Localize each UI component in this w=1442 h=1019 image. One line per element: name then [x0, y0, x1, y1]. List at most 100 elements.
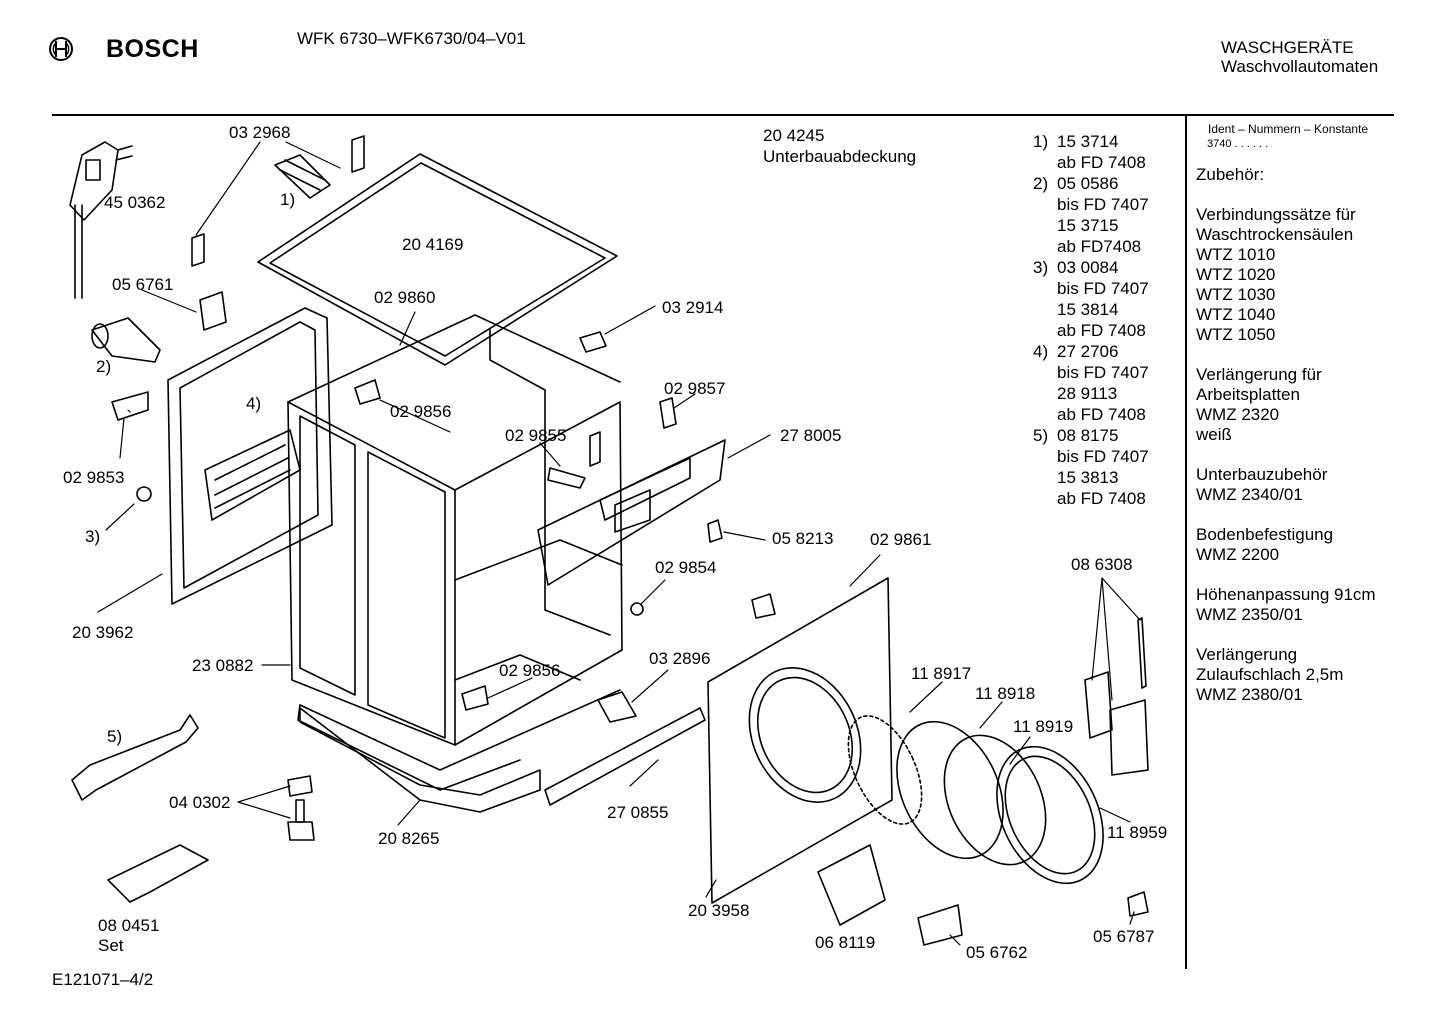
note-line: ab FD 7408 — [1057, 321, 1146, 340]
door-frame-outer-drawing — [996, 745, 1104, 885]
note-row: 5)08 8175 — [1033, 425, 1149, 446]
clip-inner-drawing — [589, 431, 601, 467]
accessory-line: Arbeitsplatten — [1196, 385, 1300, 404]
door-hinge-drawing — [1084, 617, 1149, 776]
ident-title: Ident – Nummern – Konstante — [1208, 122, 1369, 136]
note-row: 4)27 2706 — [1033, 341, 1149, 362]
ref-label-4: 4) — [246, 394, 262, 413]
note-number: 1) — [1033, 132, 1049, 151]
brand-name: BOSCH — [106, 35, 199, 63]
clip-029857-drawing — [659, 397, 677, 429]
accessory-line: weiß — [1196, 425, 1232, 444]
accessory-group: Zubehör: — [1196, 165, 1376, 185]
hinge-032896-drawing — [597, 691, 637, 723]
top-cover-drawing — [257, 153, 618, 366]
bracket-032914-drawing — [579, 331, 607, 353]
part-label-056762: 05 6762 — [966, 943, 1028, 962]
note-row: ab FD7408 — [1033, 236, 1149, 257]
accessory-line: Waschtrockensäulen — [1196, 225, 1354, 244]
note-row: ab FD 7408 — [1033, 320, 1149, 341]
sidebar-divider — [1185, 116, 1187, 969]
accessory-line: WTZ 1010 — [1196, 245, 1276, 264]
accessory-line: Verbindungssätze für — [1196, 205, 1356, 224]
wrench-drawing — [71, 714, 199, 801]
accessory-line: WTZ 1020 — [1196, 265, 1276, 284]
lock-drawing — [917, 904, 963, 946]
note-line: ab FD7408 — [1057, 237, 1142, 256]
note-row: 15 3813 — [1033, 467, 1149, 488]
note-line: ab FD 7408 — [1057, 405, 1146, 424]
note-row: ab FD 7408 — [1033, 488, 1149, 509]
note-row: 15 3715 — [1033, 215, 1149, 236]
note-row: bis FD 7407 — [1033, 194, 1149, 215]
accessory-line: Bodenbefestigung — [1196, 525, 1334, 544]
note-line: 28 9113 — [1057, 384, 1118, 403]
part-label-118917: 11 8917 — [911, 664, 972, 683]
part-label-unterbauabdeckung: Unterbauabdeckung — [763, 147, 917, 166]
clip-drawing — [191, 233, 205, 267]
clip-029855-drawing — [547, 467, 586, 489]
door-handle-drawing — [817, 844, 886, 926]
grommet-029854-drawing — [630, 602, 644, 616]
accessory-line: Zubehör: — [1196, 165, 1265, 184]
part-label-118918: 11 8918 — [975, 684, 1036, 703]
accessory-line: WTZ 1030 — [1196, 285, 1276, 304]
note-line: 15 3814 — [1057, 300, 1119, 319]
clip-029856-drawing — [354, 379, 381, 405]
drain-pump-drawing — [91, 317, 161, 363]
note-row: 2)05 0586 — [1033, 173, 1149, 194]
part-label-204245: 20 4245 — [763, 126, 825, 145]
accessory-line: Verlängerung für — [1196, 365, 1322, 384]
part-label-029854: 02 9854 — [655, 558, 717, 577]
door-frame-inner-drawing — [896, 720, 1004, 860]
part-label-029855: 02 9855 — [505, 426, 567, 445]
part-label-118959: 11 8959 — [1107, 823, 1168, 842]
grommet-drawing — [136, 486, 152, 502]
note-number: 4) — [1033, 342, 1049, 361]
part-label-086308: 08 6308 — [1071, 555, 1133, 574]
leader-lines — [97, 141, 1141, 946]
note-line: 15 3714 — [1057, 132, 1119, 151]
door-seal-drawing — [847, 715, 923, 825]
part-label-set: Set — [98, 936, 124, 955]
base-plate-drawing — [299, 707, 541, 813]
model-title: WFK 6730–WFK6730/04–V01 — [297, 29, 526, 48]
note-line: ab FD 7408 — [1057, 489, 1146, 508]
accessory-line: WMZ 2320 — [1196, 405, 1280, 424]
part-label-118919: 11 8919 — [1013, 717, 1074, 736]
note-number: 2) — [1033, 174, 1049, 193]
front-panel-drawing — [707, 577, 893, 904]
part-label-029856-bottom: 02 9856 — [499, 661, 561, 680]
part-label-058213: 05 8213 — [772, 529, 834, 548]
shim-drawing — [107, 844, 209, 903]
cabinet-frame-drawing — [287, 314, 623, 791]
clip-029853-drawing — [111, 391, 149, 421]
control-panel-frame-drawing — [537, 439, 726, 586]
bracket-drawing — [351, 135, 365, 173]
ref-label-5: 5) — [107, 727, 123, 746]
accessory-line: WMZ 2350/01 — [1196, 605, 1303, 624]
note-line: ab FD 7408 — [1057, 153, 1146, 172]
note-line: bis FD 7407 — [1057, 195, 1149, 214]
part-label-080451: 08 0451 — [98, 916, 160, 935]
accessory-line: Zulaufschlach 2,5m — [1196, 665, 1344, 684]
door-glass-drawing — [943, 734, 1047, 866]
part-label-029860: 02 9860 — [374, 288, 436, 307]
bracket-top-front-drawing — [751, 593, 776, 619]
header-divider — [52, 114, 1394, 116]
hose-connector-drawing — [274, 154, 331, 199]
part-label-203958: 20 3958 — [688, 901, 750, 920]
note-line: 03 0084 — [1057, 258, 1119, 277]
foot-bolt-drawing — [287, 775, 315, 841]
note-row: 15 3814 — [1033, 299, 1149, 320]
note-line: 08 8175 — [1057, 426, 1119, 445]
ref-label-3: 3) — [85, 527, 101, 546]
accessory-line: WMZ 2200 — [1196, 545, 1280, 564]
accessory-line: WTZ 1050 — [1196, 325, 1276, 344]
